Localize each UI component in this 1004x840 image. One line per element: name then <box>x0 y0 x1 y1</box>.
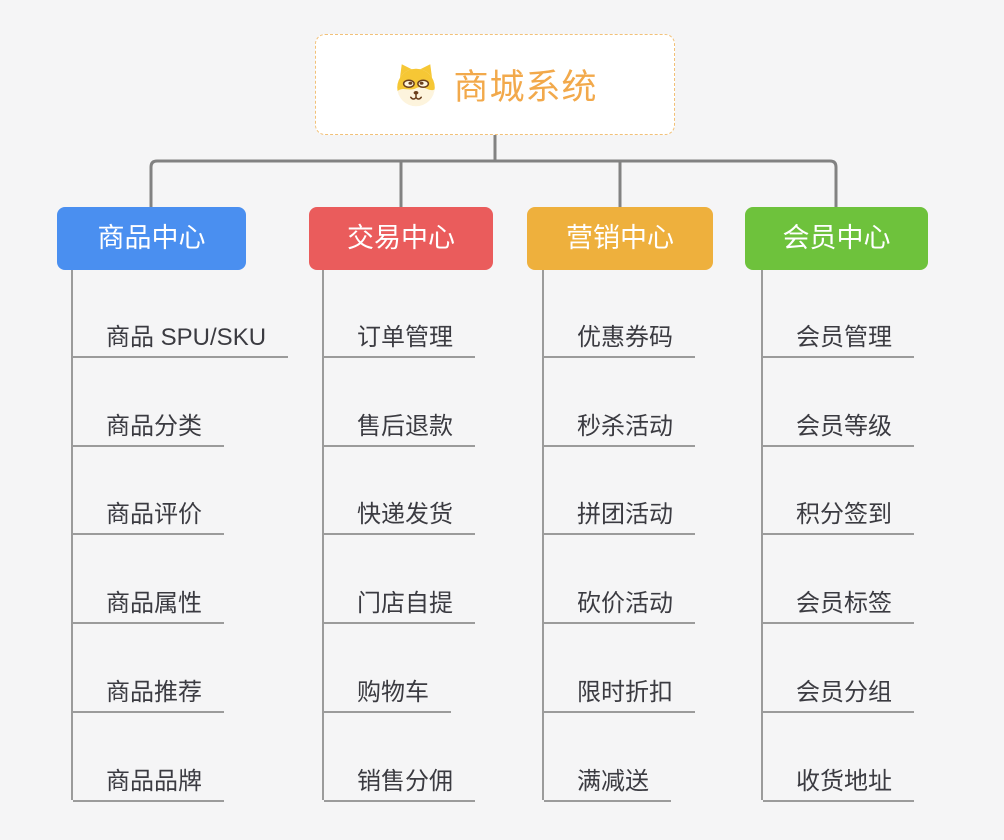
branch-node-member-center[interactable]: 会员中心 <box>745 207 928 270</box>
leaf-node[interactable]: 优惠券码 <box>544 318 695 358</box>
branch-node-trade-center[interactable]: 交易中心 <box>309 207 493 270</box>
branch-column-trade: 订单管理 售后退款 快递发货 门店自提 购物车 销售分佣 <box>322 270 574 802</box>
leaf-node[interactable]: 秒杀活动 <box>544 407 695 447</box>
branch-column-product: 商品 SPU/SKU 商品分类 商品评价 商品属性 商品推荐 商品品牌 <box>71 270 323 802</box>
root-node[interactable]: 商城系统 <box>315 34 675 135</box>
leaf-node[interactable]: 商品 SPU/SKU <box>73 318 289 358</box>
leaf-node[interactable]: 限时折扣 <box>544 673 695 713</box>
leaf-node[interactable]: 会员等级 <box>763 407 914 447</box>
leaf-node[interactable]: 销售分佣 <box>324 762 475 802</box>
leaf-node[interactable]: 会员标签 <box>763 584 914 624</box>
leaf-node[interactable]: 购物车 <box>324 673 451 713</box>
branch-node-product-center[interactable]: 商品中心 <box>57 207 246 270</box>
leaf-node[interactable]: 砍价活动 <box>544 584 695 624</box>
leaf-node[interactable]: 会员管理 <box>763 318 914 358</box>
leaf-node[interactable]: 收货地址 <box>763 762 914 802</box>
leaf-node[interactable]: 门店自提 <box>324 584 475 624</box>
branch-node-marketing-center[interactable]: 营销中心 <box>527 207 713 270</box>
dog-face-icon <box>397 64 436 107</box>
root-node-title: 商城系统 <box>453 68 598 107</box>
leaf-node[interactable]: 商品品牌 <box>73 762 224 802</box>
leaf-node[interactable]: 满减送 <box>544 762 671 802</box>
leaf-node[interactable]: 商品属性 <box>73 584 224 624</box>
leaf-node[interactable]: 商品分类 <box>73 407 224 447</box>
leaf-node[interactable]: 快递发货 <box>324 495 475 535</box>
branch-column-member: 会员管理 会员等级 积分签到 会员标签 会员分组 收货地址 <box>761 270 1004 802</box>
leaf-node[interactable]: 商品评价 <box>73 495 224 535</box>
leaf-node[interactable]: 积分签到 <box>763 495 914 535</box>
leaf-node[interactable]: 订单管理 <box>324 318 475 358</box>
leaf-node[interactable]: 售后退款 <box>324 407 475 447</box>
branch-column-marketing: 优惠券码 秒杀活动 拼团活动 砍价活动 限时折扣 满减送 <box>542 270 794 802</box>
leaf-node[interactable]: 商品推荐 <box>73 673 224 713</box>
leaf-node[interactable]: 拼团活动 <box>544 495 695 535</box>
leaf-node[interactable]: 会员分组 <box>763 673 914 713</box>
